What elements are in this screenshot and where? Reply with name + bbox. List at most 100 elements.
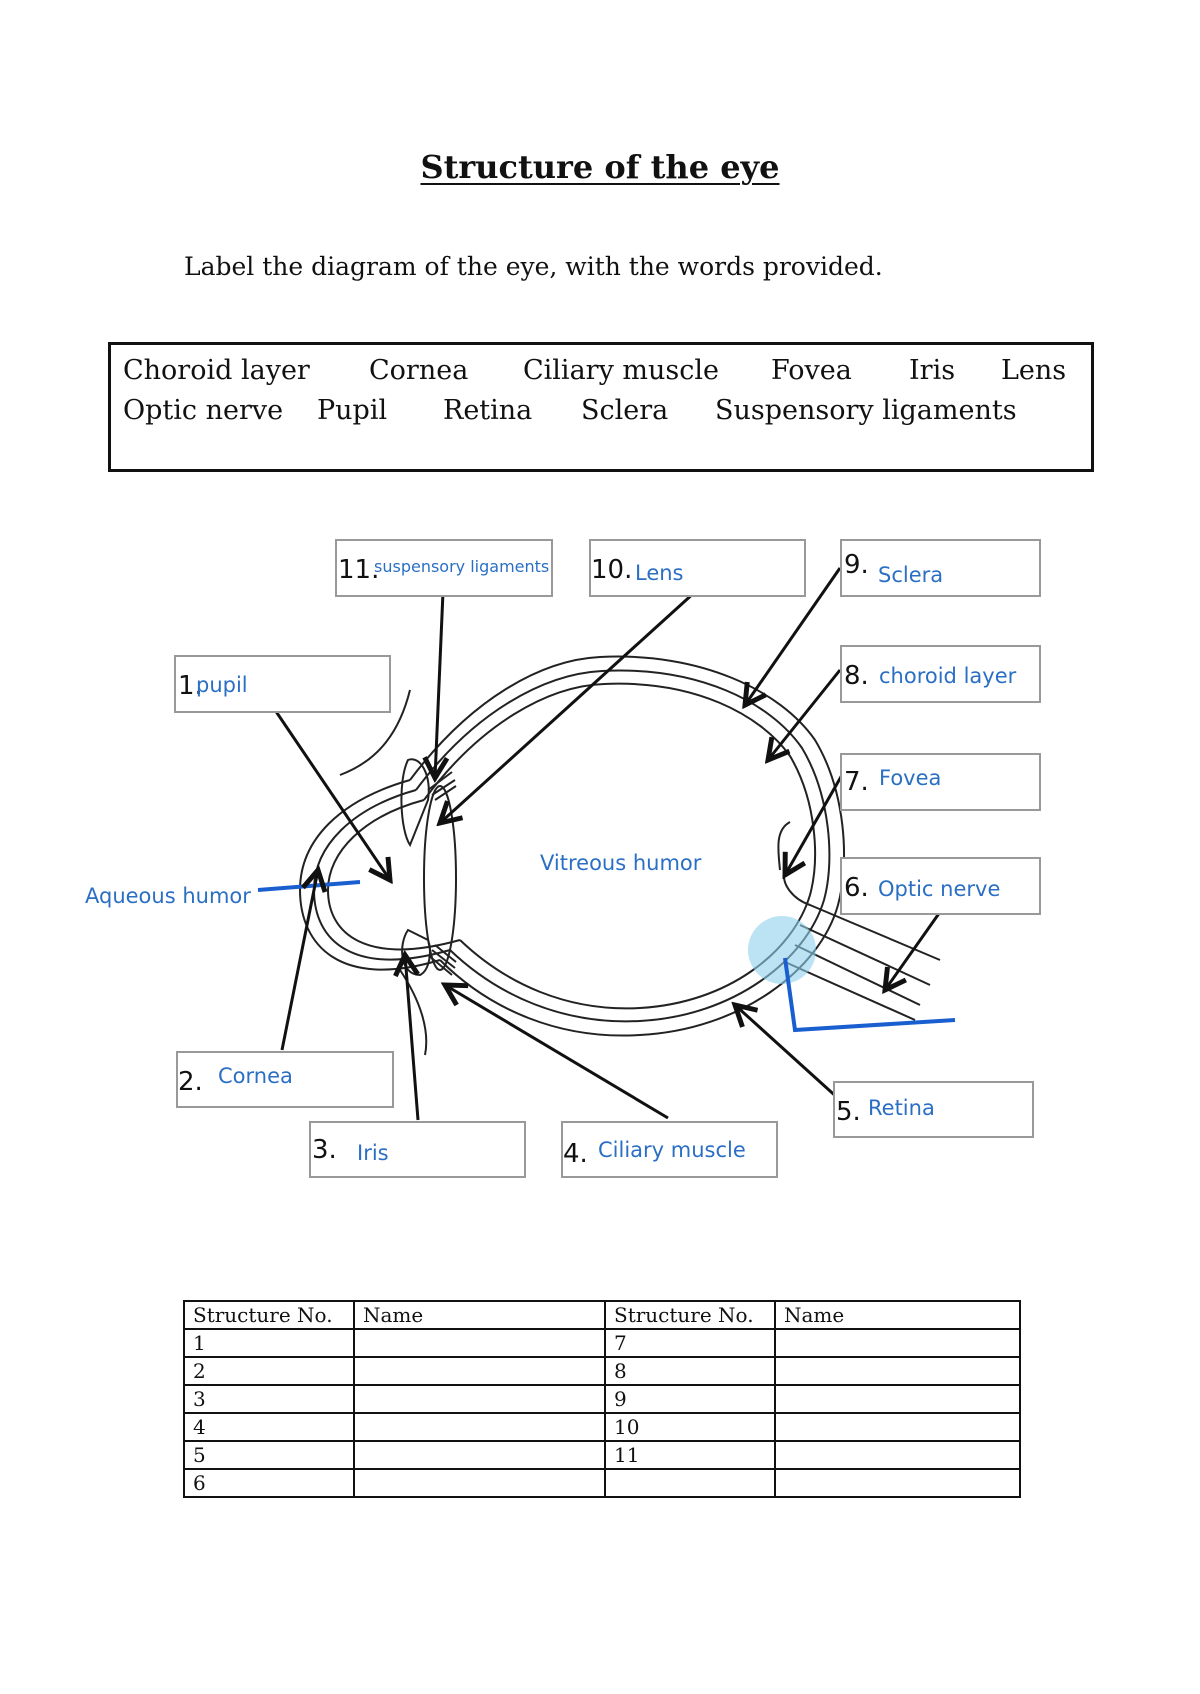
table-header: Structure No. [183, 1300, 355, 1330]
vitreous-humor-label: Vitreous humor [540, 851, 702, 875]
table-header: Structure No. [604, 1300, 776, 1330]
label-7: 7. Fovea [840, 753, 1041, 811]
answer-table: Structure No. Name Structure No. Name 1 … [183, 1300, 1021, 1498]
label-10: 10. Lens [589, 539, 806, 597]
aqueous-humor-label: Aqueous humor [85, 884, 251, 908]
table-cell: 8 [604, 1356, 776, 1386]
table-cell[interactable] [353, 1468, 606, 1498]
svg-text:Retina: Retina [868, 1096, 935, 1120]
word-bank-item: Cornea [369, 355, 469, 386]
table-cell: 1 [183, 1328, 355, 1358]
table-cell: 2 [183, 1356, 355, 1386]
table-cell[interactable] [353, 1356, 606, 1386]
word-bank-item: Ciliary muscle [523, 355, 719, 386]
word-bank-item: Sclera [581, 395, 669, 426]
table-cell [604, 1468, 776, 1498]
svg-text:suspensory ligaments: suspensory ligaments [374, 557, 549, 576]
table-cell: 9 [604, 1384, 776, 1414]
word-bank-item: Iris [909, 355, 956, 386]
svg-text:8.: 8. [844, 661, 869, 691]
table-cell[interactable] [353, 1412, 606, 1442]
label-3: 3. Iris [309, 1121, 526, 1178]
label-5: 5. Retina [833, 1081, 1034, 1138]
highlight-circle [748, 916, 816, 984]
label-9: 9. Sclera [840, 539, 1041, 597]
arrow-8 [768, 669, 842, 760]
table-row: 5 11 [183, 1440, 1021, 1470]
svg-text:Cornea: Cornea [218, 1064, 293, 1088]
arrow-7 [785, 774, 844, 875]
svg-text:9.: 9. [844, 550, 869, 580]
label-arrows [273, 567, 942, 1121]
table-cell[interactable] [774, 1384, 1021, 1414]
svg-text:Lens: Lens [635, 561, 684, 585]
table-cell: 6 [183, 1468, 355, 1498]
word-bank-item: Choroid layer [123, 355, 310, 386]
word-bank-item: Pupil [317, 395, 388, 426]
word-bank: Choroid layer Cornea Ciliary muscle Fove… [108, 342, 1094, 472]
arrow-5 [735, 1005, 842, 1102]
label-4: 4. Ciliary muscle [561, 1121, 778, 1178]
table-row: 1 7 [183, 1328, 1021, 1358]
svg-text:10.: 10. [591, 555, 632, 585]
svg-text:4.: 4. [563, 1139, 588, 1169]
table-cell: 11 [604, 1440, 776, 1470]
table-cell[interactable] [774, 1328, 1021, 1358]
table-cell[interactable] [353, 1384, 606, 1414]
page-title: Structure of the eye [420, 148, 780, 186]
optic-nerve-bracket [783, 957, 956, 1033]
arrow-9 [745, 567, 842, 705]
table-cell[interactable] [353, 1440, 606, 1470]
arrow-2 [280, 870, 318, 1051]
label-6: 6. Optic nerve [840, 857, 1041, 915]
table-header: Name [774, 1300, 1021, 1330]
word-bank-item: Fovea [771, 355, 852, 386]
table-cell: 5 [183, 1440, 355, 1470]
label-11: 11. suspensory ligaments [335, 539, 553, 597]
label-1: 1. pupil [174, 655, 391, 713]
arrow-3 [405, 955, 418, 1121]
svg-text:5.: 5. [836, 1097, 861, 1127]
instruction-text: Label the diagram of the eye, with the w… [184, 252, 883, 281]
svg-text:2.: 2. [178, 1067, 203, 1097]
svg-text:7.: 7. [844, 767, 869, 797]
arrow-6 [885, 911, 942, 990]
table-row: 3 9 [183, 1384, 1021, 1414]
label-2: 2. Cornea [176, 1051, 394, 1108]
arrow-1 [273, 709, 390, 880]
table-cell[interactable] [774, 1412, 1021, 1442]
label-8: 8. choroid layer [840, 645, 1041, 703]
table-cell[interactable] [774, 1440, 1021, 1470]
table-header-row: Structure No. Name Structure No. Name [183, 1300, 1021, 1330]
table-row: 6 [183, 1468, 1021, 1498]
arrow-10 [440, 590, 697, 823]
table-row: 2 8 [183, 1356, 1021, 1386]
svg-text:Fovea: Fovea [879, 766, 941, 790]
aqueous-humor-line [257, 880, 361, 892]
optic-nerve-shape [777, 821, 941, 1021]
table-cell: 4 [183, 1412, 355, 1442]
svg-text:11.: 11. [338, 555, 379, 585]
svg-text:6.: 6. [844, 873, 869, 903]
svg-text:Ciliary muscle: Ciliary muscle [598, 1138, 746, 1162]
arrow-11 [435, 591, 443, 778]
arrow-4 [445, 985, 669, 1120]
svg-text:Optic nerve: Optic nerve [878, 877, 1000, 901]
table-cell: 3 [183, 1384, 355, 1414]
table-row: 4 10 [183, 1412, 1021, 1442]
table-cell[interactable] [774, 1356, 1021, 1386]
table-cell: 7 [604, 1328, 776, 1358]
svg-text:Iris: Iris [357, 1141, 389, 1165]
word-bank-item: Retina [443, 395, 533, 426]
table-header: Name [353, 1300, 606, 1330]
table-cell[interactable] [774, 1468, 1021, 1498]
word-bank-item: Optic nerve [123, 395, 284, 426]
word-bank-item: Suspensory ligaments [715, 395, 1017, 426]
table-cell: 10 [604, 1412, 776, 1442]
svg-text:3.: 3. [312, 1135, 337, 1165]
table-cell[interactable] [353, 1328, 606, 1358]
svg-text:1.: 1. [178, 671, 203, 701]
svg-text:pupil: pupil [196, 673, 248, 697]
